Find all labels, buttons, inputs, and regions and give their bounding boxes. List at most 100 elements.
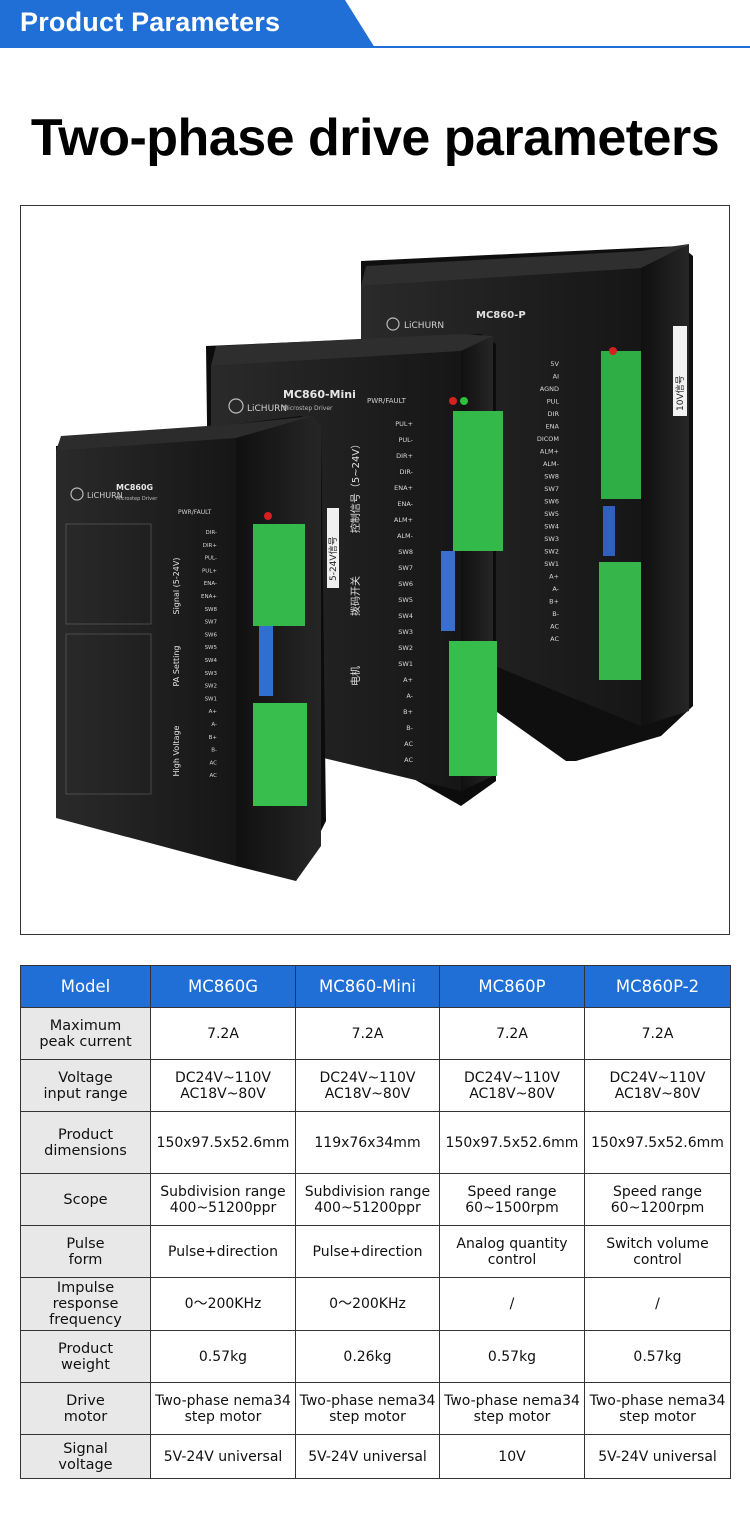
cell-line: 150x97.5x52.6mm <box>445 1134 579 1151</box>
terminal-label: B+ <box>403 708 413 716</box>
pwr-led <box>264 512 272 520</box>
row-label-line: Drive <box>66 1392 105 1409</box>
terminal-label: SW2 <box>398 644 413 652</box>
cell-line: DC24V~110V <box>464 1069 560 1086</box>
table-cell: 7.2A <box>439 1007 585 1060</box>
brand-logo <box>70 487 84 501</box>
terminal-label: SW1 <box>544 560 559 568</box>
terminal-label: B- <box>406 724 413 732</box>
driver-subtitle: Microstep Driver <box>283 405 333 412</box>
terminal-label: ENA <box>546 423 560 431</box>
cell-line: 60~1200rpm <box>610 1199 705 1216</box>
terminal-label: ALM- <box>543 460 560 468</box>
cell-line: control <box>633 1251 682 1268</box>
cell-line: 10V <box>498 1448 526 1465</box>
terminal-label: PUL+ <box>202 568 217 574</box>
header-label: PWR/FAULT <box>178 509 212 516</box>
row-label-line: input range <box>43 1085 128 1102</box>
terminal-block-motor <box>599 562 641 680</box>
cell-line: step motor <box>473 1408 551 1425</box>
terminal-label: ENA- <box>204 581 217 587</box>
cell-line: DC24V~110V <box>319 1069 416 1086</box>
row-label-line: Product <box>57 1126 114 1143</box>
cell-line: 5V-24V universal <box>163 1448 283 1465</box>
row-label-line: Scope <box>63 1191 108 1208</box>
cell-line: Switch volume <box>606 1235 709 1252</box>
terminal-block-top <box>453 411 503 551</box>
terminal-labels-mc860p: 5VAIAGNDPULDIRENADICOMALM+ALM-SW8SW7SW6S… <box>537 360 560 643</box>
terminal-label: ALM+ <box>394 516 413 524</box>
header-label: PWR/FAULT <box>367 397 407 405</box>
terminal-label: AC <box>550 635 559 643</box>
table-cell: 0.57kg <box>439 1330 585 1383</box>
table-cell: 7.2A <box>150 1007 296 1060</box>
group-label: High Voltage <box>172 725 181 776</box>
brand-logo <box>386 317 400 331</box>
table-cell: 0.57kg <box>150 1330 296 1383</box>
terminal-label: ALM- <box>397 532 414 540</box>
cell-line: 7.2A <box>207 1025 239 1042</box>
cell-line: 0.26kg <box>343 1348 392 1365</box>
terminal-label: SW6 <box>205 632 218 638</box>
terminal-label: SW8 <box>205 607 218 613</box>
terminal-label: SW4 <box>544 523 559 531</box>
header-model: Model <box>20 965 151 1008</box>
terminal-label: B+ <box>549 598 559 606</box>
header-mc860p2: MC860P-2 <box>584 965 731 1008</box>
terminal-label: SW6 <box>398 580 413 588</box>
driver-brand: LiCHURN <box>247 404 287 414</box>
side-sticker <box>673 326 687 416</box>
terminal-label: AC <box>209 773 217 779</box>
row-label-line: peak current <box>39 1033 132 1050</box>
group-label: 拨码开关 <box>349 576 362 616</box>
terminal-label: DIR- <box>399 468 413 476</box>
current-table-graphic <box>65 523 152 625</box>
table-cell: 119x76x34mm <box>295 1111 440 1174</box>
group-label: PA Setting <box>172 646 181 687</box>
cell-line: DC24V~110V <box>175 1069 271 1086</box>
driver-model: MC860-Mini <box>283 388 356 401</box>
terminal-label: A+ <box>403 676 413 684</box>
terminal-labels-mc860mini: PUL+PUL-DIR+DIR-ENA+ENA-ALM+ALM-SW8SW7SW… <box>394 420 414 764</box>
driver-model: MC860G <box>116 483 153 492</box>
terminal-label: AI <box>553 373 559 381</box>
driver-mc860g: LiCHURN MC860G Microstep Driver PWR/FAUL… <box>56 416 339 881</box>
table-cell: 7.2A <box>584 1007 731 1060</box>
terminal-label: AC <box>209 760 217 766</box>
table-cell: 0～200KHz <box>150 1277 296 1331</box>
cell-line: step motor <box>619 1408 696 1425</box>
spec-table: Model MC860G MC860-Mini MC860P MC860P-2 … <box>20 965 731 1479</box>
driver-subtitle: Microstep Driver <box>116 496 158 502</box>
terminal-label: A- <box>211 722 217 728</box>
cell-line: Subdivision range <box>304 1183 431 1200</box>
row-label-line: Voltage <box>58 1069 113 1086</box>
terminal-block-top <box>253 524 305 626</box>
terminal-block-motor <box>449 641 497 776</box>
terminal-label: SW6 <box>544 498 559 506</box>
table-cell: 7.2A <box>295 1007 440 1060</box>
terminal-label: SW5 <box>205 645 218 651</box>
side-sticker <box>327 508 339 588</box>
side-label: 5-24V信号 <box>327 536 339 581</box>
cell-line: Subdivision range <box>160 1183 286 1200</box>
cell-line: step motor <box>184 1408 262 1425</box>
cell-line: / <box>509 1296 515 1312</box>
terminal-labels-mc860g: DIR-DIR+PUL-PUL+ENA-ENA+SW8SW7SW6SW5SW4S… <box>201 530 217 779</box>
cell-line: 0.57kg <box>198 1348 248 1365</box>
